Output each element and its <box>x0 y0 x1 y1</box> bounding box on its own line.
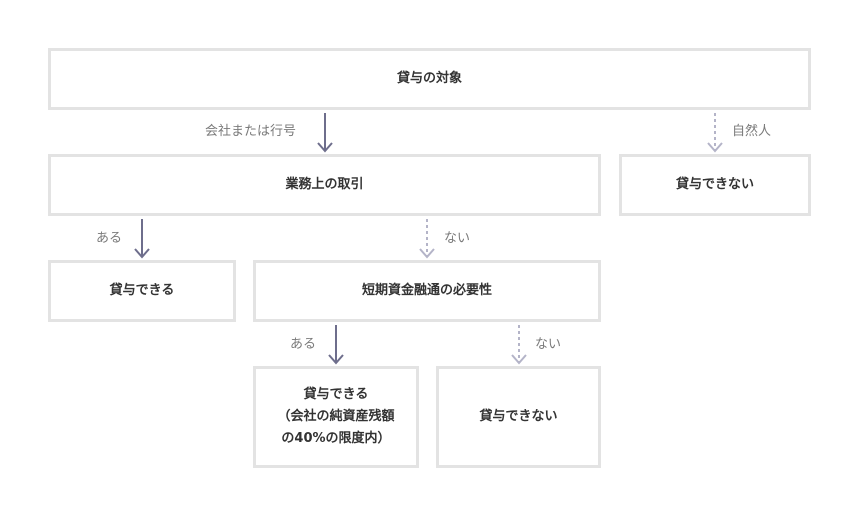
node-lending-target: 貸与の対象 <box>48 48 811 110</box>
node-business-transaction-label: 業務上の取引 <box>285 177 364 192</box>
node-need-can-lend-line-3: の40%の限度内） <box>281 431 391 446</box>
node-business-can-lend-label: 貸与できる <box>109 283 175 298</box>
node-need-cannot-lend: 貸与できない <box>436 366 601 468</box>
edge-label-natural: 自然人 <box>732 124 772 139</box>
edge-label-need-no: ない <box>535 337 562 352</box>
node-need-can-lend-line-1: 貸与できる <box>303 387 369 402</box>
node-need-cannot-lend-label: 貸与できない <box>479 409 558 424</box>
node-need-can-lend-line-2: （会社の純資産残額 <box>277 409 395 424</box>
edge-label-need-yes: ある <box>290 337 317 352</box>
arrow-need-yes <box>328 325 344 365</box>
arrow-company <box>317 113 333 153</box>
edge-label-business-no: ない <box>444 231 471 246</box>
node-natural-cannot-lend-label: 貸与できない <box>675 177 754 192</box>
node-business-transaction: 業務上の取引 <box>48 154 601 216</box>
arrow-need-no <box>511 325 527 365</box>
node-need-can-lend: 貸与できる （会社の純資産残額 の40%の限度内） <box>253 366 419 468</box>
node-business-can-lend: 貸与できる <box>48 260 236 322</box>
edge-label-business-yes: ある <box>96 231 123 246</box>
arrow-natural <box>707 113 723 153</box>
node-natural-cannot-lend: 貸与できない <box>619 154 811 216</box>
node-lending-target-label: 貸与の対象 <box>396 71 462 86</box>
node-short-term-need-label: 短期資金融通の必要性 <box>361 283 492 298</box>
edge-label-company: 会社または行号 <box>205 124 297 139</box>
arrow-business-no <box>419 219 435 259</box>
arrow-business-yes <box>134 219 150 259</box>
node-short-term-need: 短期資金融通の必要性 <box>253 260 601 322</box>
